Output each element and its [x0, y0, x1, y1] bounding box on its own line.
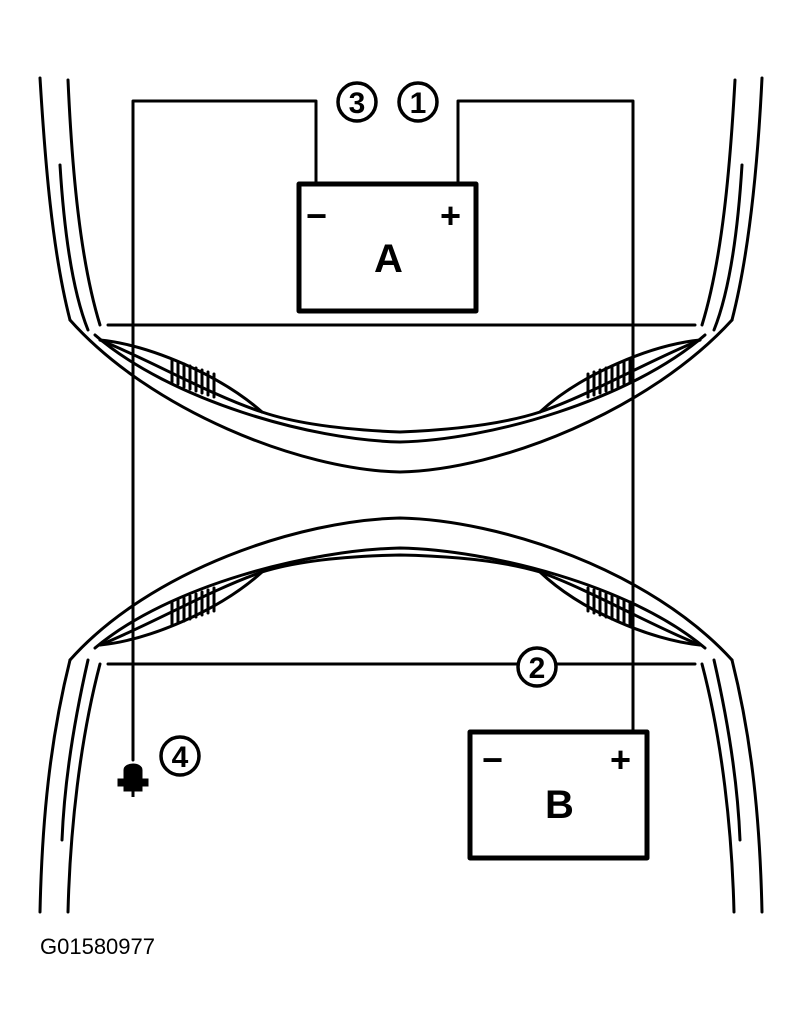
battery-b — [467, 729, 650, 861]
vehicle-a-body — [38, 76, 764, 474]
callout-4-circle — [159, 735, 201, 777]
callout-1-label: 1 — [410, 87, 427, 120]
figure-code: G01580977 — [40, 934, 155, 959]
callout-3-circle — [336, 81, 378, 123]
battery-b-negative-label: − — [482, 739, 503, 780]
callout-2-label: 2 — [529, 652, 546, 685]
callout-3-label: 3 — [349, 87, 366, 120]
callout-4-label: 4 — [172, 741, 189, 774]
callout-2-circle — [516, 646, 558, 688]
ground-clamp-icon — [117, 763, 149, 797]
battery-a — [296, 181, 479, 314]
battery-a-negative-label: − — [306, 195, 327, 236]
battery-a-positive-label: + — [440, 195, 461, 236]
vehicle-a-headlight-left — [98, 338, 264, 414]
vehicle-b-body — [38, 516, 764, 914]
callout-1-circle — [397, 81, 439, 123]
vehicle-b-headlight-left — [98, 570, 264, 647]
battery-a-label: A — [374, 237, 403, 281]
vehicle-b-headlight-right — [538, 570, 702, 647]
battery-b-positive-label: + — [610, 739, 631, 780]
cable-negative — [131, 99, 318, 762]
vehicle-a-headlight-right — [538, 338, 702, 414]
battery-b-label: B — [545, 783, 574, 827]
cable-positive — [456, 99, 635, 734]
